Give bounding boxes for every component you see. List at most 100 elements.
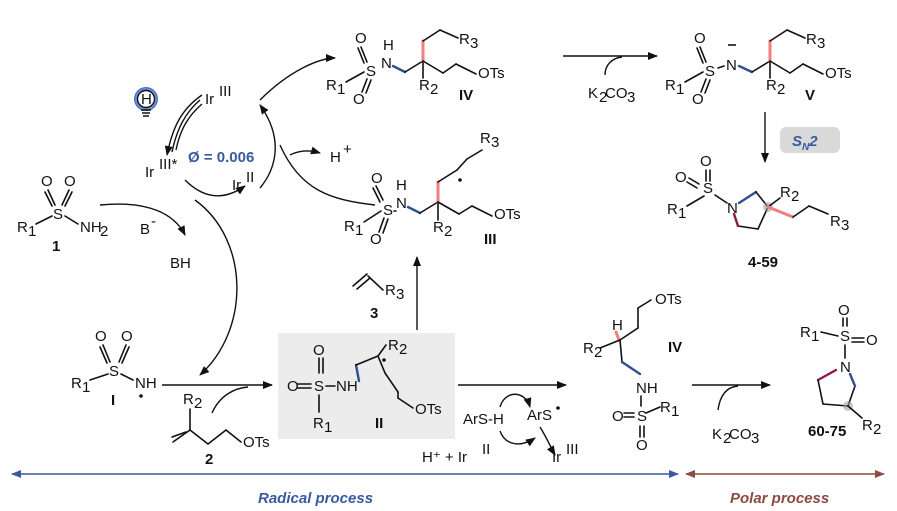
product-range-60-75: 60-75 [808, 423, 846, 440]
svg-text:O: O [866, 332, 878, 349]
conjugate-acid: BH [170, 255, 191, 272]
intermediate-ii-box [278, 333, 455, 439]
svg-text:N: N [381, 55, 392, 72]
svg-text:3: 3 [841, 217, 849, 234]
svg-text:O: O [313, 342, 325, 359]
svg-text:O: O [838, 302, 850, 319]
svg-text:R: R [71, 375, 82, 392]
svg-text:Ir: Ir [552, 449, 561, 466]
svg-text:S: S [366, 63, 376, 80]
svg-text:O: O [121, 328, 133, 345]
light-bulb-icon: H [134, 87, 158, 117]
svg-text:R: R [862, 417, 873, 434]
intermediate-iv-bottom: OTs H R 2 NH S O R 1 O IV [583, 291, 682, 454]
svg-text:2: 2 [777, 81, 785, 98]
svg-text:OTs: OTs [243, 434, 270, 451]
svg-text:H: H [383, 37, 394, 54]
k2co3-bottom: K 2 CO 3 [712, 426, 759, 447]
svg-text:2: 2 [194, 395, 202, 412]
base: B [140, 221, 150, 238]
svg-text:III: III [566, 441, 579, 458]
svg-text:O: O [355, 30, 367, 47]
svg-text:S: S [109, 363, 119, 380]
svg-text:OTs: OTs [415, 401, 442, 418]
svg-text:S: S [383, 202, 393, 219]
intermediate-ii-label: II [375, 415, 383, 432]
svg-text:2: 2 [791, 188, 799, 205]
svg-text:Ir: Ir [145, 164, 154, 181]
svg-text:H⁺ + Ir: H⁺ + Ir [422, 449, 467, 466]
quantum-yield: Ø = 0.006 [188, 149, 254, 166]
ir3-bottom: Ir III [552, 441, 579, 466]
thiyl-radical: ArS [527, 406, 560, 424]
alkene-3: R 3 3 [352, 273, 404, 322]
svg-text:ArS: ArS [527, 407, 552, 424]
intermediate-iv-top-label: IV [459, 87, 473, 104]
svg-text:N: N [727, 200, 738, 217]
svg-text:CO: CO [605, 85, 628, 102]
intermediate-iv-top: O S O R 1 H N R 3 R 2 OTs IV [326, 29, 505, 108]
svg-text:R: R [183, 391, 194, 408]
svg-text:1: 1 [337, 81, 345, 98]
atom-o: O [41, 173, 53, 190]
sn2-badge [780, 127, 840, 153]
svg-text:R: R [344, 218, 355, 235]
svg-text:R: R [388, 337, 399, 354]
svg-text:H: H [612, 317, 623, 334]
svg-text:III: III [219, 83, 232, 100]
ir3-catalyst-top: Ir III [205, 83, 232, 108]
svg-text:III*: III* [159, 156, 178, 173]
svg-text:3: 3 [491, 134, 499, 151]
sn2-label: SN2 [792, 133, 818, 153]
svg-text:O: O [370, 231, 382, 248]
svg-text:R: R [806, 31, 817, 48]
svg-text:OTs: OTs [494, 206, 521, 223]
atom-s: S [53, 206, 63, 223]
intermediate-i-label: I [111, 392, 115, 409]
intermediate-iv-bottom-label: IV [668, 339, 682, 356]
svg-text:O: O [371, 170, 383, 187]
svg-text:2: 2 [723, 430, 731, 447]
svg-text:R: R [800, 324, 811, 341]
compound-1: O O S R 1 NH 2 1 [17, 173, 108, 255]
thiol-catalyst: ArS-H [463, 411, 504, 428]
svg-text:2: 2 [399, 341, 407, 358]
svg-text:OTs: OTs [478, 65, 505, 82]
svg-text:2: 2 [599, 89, 607, 106]
svg-text:R: R [665, 77, 676, 94]
polar-process-label: Polar process [730, 490, 829, 507]
svg-text:1: 1 [671, 403, 679, 420]
atom-o: O [64, 173, 76, 190]
h-plus-ir2: H⁺ + Ir II [422, 441, 490, 466]
svg-text:R: R [459, 31, 470, 48]
svg-text:R: R [480, 130, 491, 147]
svg-text:R: R [419, 77, 430, 94]
svg-text:S: S [314, 378, 324, 395]
svg-text:NH: NH [336, 378, 358, 395]
ir2-catalyst: Ir II [232, 169, 254, 194]
svg-text:O: O [636, 437, 648, 454]
svg-text:II: II [482, 441, 490, 458]
svg-text:OTs: OTs [655, 291, 682, 308]
svg-text:O: O [700, 153, 712, 170]
svg-text:3: 3 [627, 89, 635, 106]
atom-nh2: NH [80, 219, 102, 236]
radical-process-label: Radical process [258, 490, 373, 507]
svg-text:N: N [840, 359, 851, 376]
svg-text:3: 3 [396, 286, 404, 303]
svg-text:II: II [246, 169, 254, 186]
svg-text:S: S [703, 180, 713, 197]
intermediate-v-label: V [805, 87, 815, 104]
svg-text:2: 2 [594, 344, 602, 361]
svg-text:N: N [396, 195, 407, 212]
svg-text:1: 1 [28, 223, 36, 240]
product-60-75: O S R 1 O N R 2 60-75 [800, 302, 881, 440]
compound-1-label: 1 [52, 238, 60, 255]
svg-text:1: 1 [82, 379, 90, 396]
svg-text:1: 1 [355, 222, 363, 239]
svg-text:R: R [780, 184, 791, 201]
alkene-2: R 2 OTs 2 [171, 391, 270, 468]
svg-text:NH: NH [135, 375, 157, 392]
svg-text:1: 1 [811, 328, 819, 345]
